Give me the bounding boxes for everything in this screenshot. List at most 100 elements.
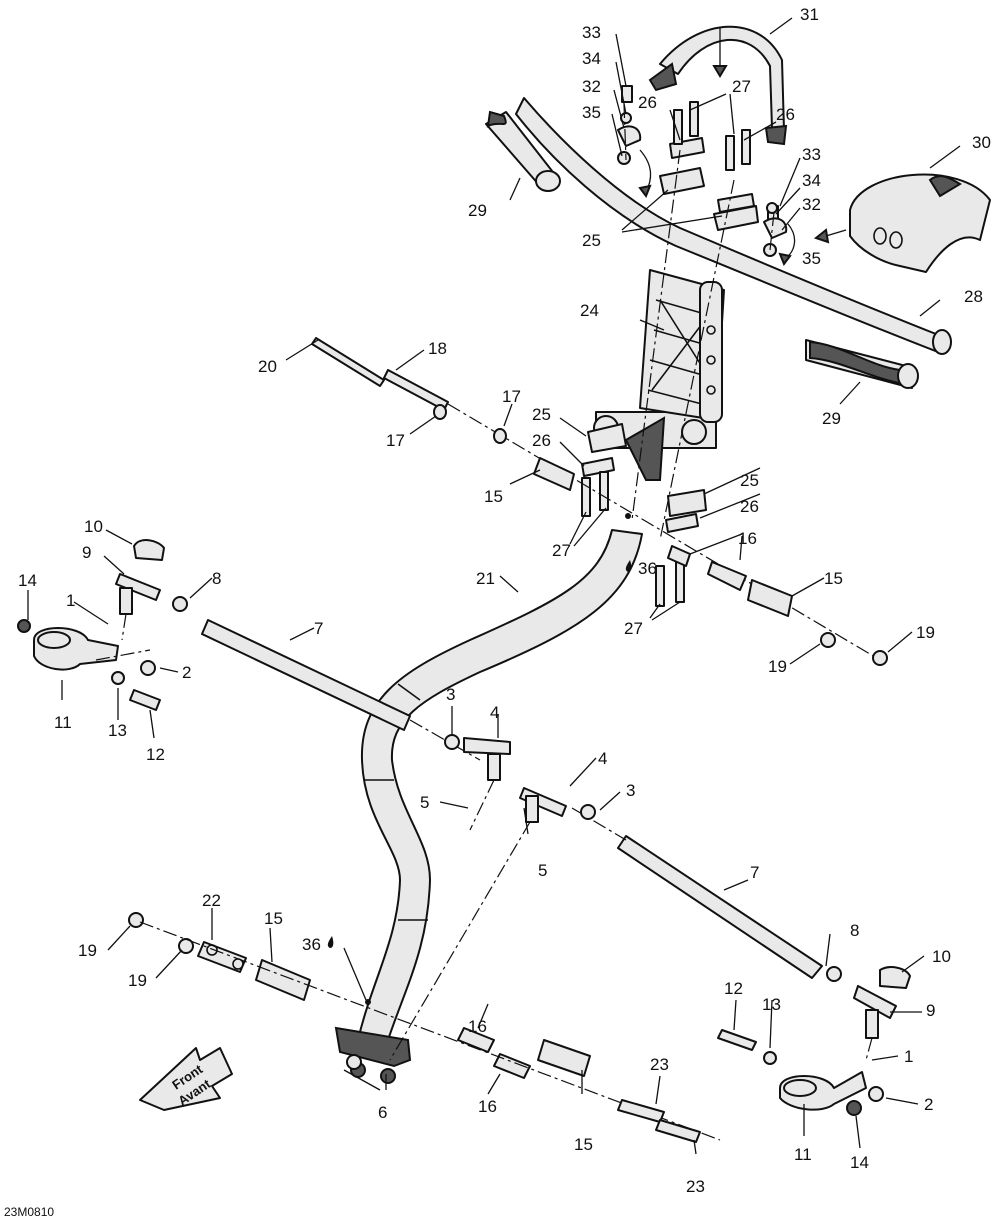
callout-2-left: 2 <box>182 663 191 682</box>
left-grip-part <box>485 110 561 192</box>
callout-32-right: 32 <box>802 195 821 214</box>
callout-34-top: 34 <box>582 49 601 68</box>
callout-4-left: 4 <box>490 703 499 722</box>
callout-27-top: 27 <box>732 77 751 96</box>
lower-bolt-part <box>617 1099 701 1143</box>
front-direction-arrow: Front Avant <box>139 1047 233 1111</box>
callout-25-mid: 25 <box>532 405 551 424</box>
callout-19-lower-left: 19 <box>78 941 97 960</box>
callout-29-right: 29 <box>822 409 841 428</box>
callout-16-upper: 16 <box>738 529 757 548</box>
callout-27-low: 27 <box>624 619 643 638</box>
callout-3-left: 3 <box>446 685 455 704</box>
callout-17-right: 17 <box>502 387 521 406</box>
callout-26-top-right: 26 <box>776 105 795 124</box>
callout-33-top: 33 <box>582 23 601 42</box>
callout-15-lower-left: 15 <box>264 909 283 928</box>
callout-9-right: 9 <box>926 1001 935 1020</box>
callout-2-right: 2 <box>924 1095 933 1114</box>
bolt-set-part <box>581 85 779 607</box>
tie-rod-left-part <box>201 619 481 761</box>
callout-13-left: 13 <box>108 721 127 740</box>
callout-19-lower-mid: 19 <box>128 971 147 990</box>
callout-35-right: 35 <box>802 249 821 268</box>
callout-18: 18 <box>428 339 447 358</box>
callout-15-lower-right: 15 <box>574 1135 593 1154</box>
right-grip-part <box>805 339 919 389</box>
callout-21: 21 <box>476 569 495 588</box>
callout-36-top: 36 <box>638 559 657 578</box>
callout-11-right: 11 <box>794 1145 812 1164</box>
callout-23-top: 23 <box>650 1055 669 1074</box>
callout-31: 31 <box>800 5 819 24</box>
callout-15-upper-left: 15 <box>484 487 503 506</box>
bushing-set-part <box>255 457 793 1079</box>
callout-29-left: 29 <box>468 201 487 220</box>
callout-7-lower: 7 <box>750 863 759 882</box>
callout-23-bottom: 23 <box>686 1177 705 1196</box>
callout-20: 20 <box>258 357 277 376</box>
callout-19-upper-right: 19 <box>916 623 935 642</box>
callout-33-right: 33 <box>802 145 821 164</box>
strap-part <box>648 25 788 146</box>
callout-8-left: 8 <box>212 569 221 588</box>
callout-22: 22 <box>202 891 221 910</box>
callout-12-left: 12 <box>146 745 165 764</box>
leader-lines <box>27 17 961 1155</box>
callout-19-upper-mid: 19 <box>768 657 787 676</box>
callout-8-right: 8 <box>850 921 859 940</box>
callout-24: 24 <box>580 301 599 320</box>
callout-13-right: 13 <box>762 995 781 1014</box>
small-clamp-hardware-part <box>617 112 788 257</box>
grease-drop-icon <box>625 560 632 572</box>
callout-11-left: 11 <box>54 713 72 732</box>
callout-9-left: 9 <box>82 543 91 562</box>
callout-26-top-left: 26 <box>638 93 657 112</box>
drawing-code: 23M0810 <box>4 1205 54 1219</box>
lower-arm-part <box>139 921 721 1141</box>
callout-6: 6 <box>378 1103 387 1122</box>
callout-27-mid: 27 <box>552 541 571 560</box>
callout-labels: 33 34 32 35 26 27 26 31 29 25 30 33 34 3… <box>18 5 991 1196</box>
callout-4-right: 4 <box>598 749 607 768</box>
riser-block-part <box>639 269 725 423</box>
callout-25-top: 25 <box>582 231 601 250</box>
handlebar-pad-part <box>849 173 991 273</box>
callout-1-left: 1 <box>66 591 75 610</box>
callout-26-mid-right: 26 <box>740 497 759 516</box>
callout-5-left: 5 <box>420 793 429 812</box>
callout-36-lower: 36 <box>302 935 321 954</box>
callout-32-top: 32 <box>582 77 601 96</box>
upper-shaft-part <box>311 337 881 661</box>
callout-35-top: 35 <box>582 103 601 122</box>
washer-set-part <box>128 404 888 1070</box>
callout-12-right: 12 <box>724 979 743 998</box>
callout-16-lower-bottom: 16 <box>478 1097 497 1116</box>
callout-10-right: 10 <box>932 947 951 966</box>
callout-26-mid: 26 <box>532 431 551 450</box>
spindle-arm-left-part <box>17 619 161 711</box>
handlebar-part <box>515 97 952 355</box>
callout-28: 28 <box>964 287 983 306</box>
callout-17-left: 17 <box>386 431 405 450</box>
callout-34-right: 34 <box>802 171 821 190</box>
callout-14-right: 14 <box>850 1153 869 1172</box>
callout-25-mid-right: 25 <box>740 471 759 490</box>
callout-5-right: 5 <box>538 861 547 880</box>
callout-15-upper-right: 15 <box>824 569 843 588</box>
steering-column-part <box>334 529 643 1084</box>
clamp-set-part <box>581 137 759 533</box>
ball-joint-set-part <box>115 539 911 1039</box>
upper-bracket-part <box>593 411 717 481</box>
callout-3-right: 3 <box>626 781 635 800</box>
callout-16-lower-top: 16 <box>468 1017 487 1036</box>
callout-14-left: 14 <box>18 571 37 590</box>
callout-30: 30 <box>972 133 991 152</box>
callout-10-left: 10 <box>84 517 103 536</box>
grease-drop-icon <box>327 936 334 948</box>
tie-rod-right-part <box>571 807 823 979</box>
spindle-arm-right-part <box>717 1029 884 1116</box>
callout-7-upper: 7 <box>314 619 323 638</box>
